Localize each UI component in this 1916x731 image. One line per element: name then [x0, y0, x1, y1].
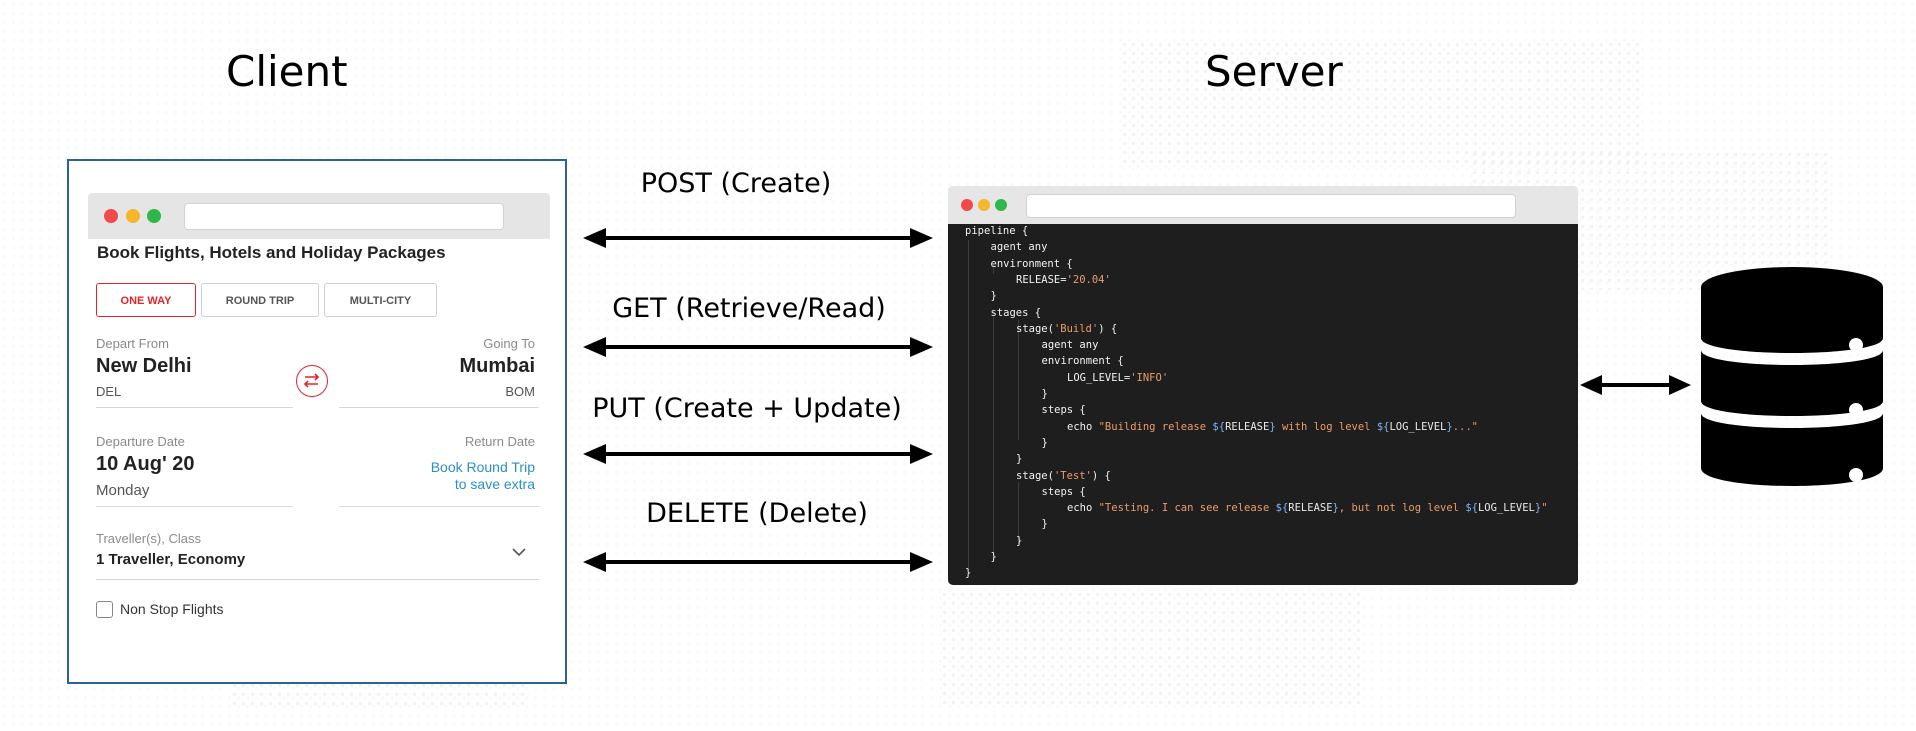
going-to-code: BOM: [505, 384, 535, 399]
code-line: stage('Build') {: [1016, 322, 1118, 335]
traveller-class-value: 1 Traveller, Economy: [96, 551, 246, 568]
server-code-window: pipeline { agent any environment { RELEASE=…: [948, 186, 1578, 585]
traveller-class-label: Traveller(s), Class: [96, 531, 201, 546]
indent-guide: [1018, 482, 1019, 544]
chevron-down-icon[interactable]: [511, 547, 527, 557]
minimize-window-icon[interactable]: [978, 199, 990, 211]
book-round-trip-link-line2: to save extra: [454, 476, 535, 492]
code-line: LOG_LEVEL='INFO': [1067, 371, 1169, 384]
code-line: environment {: [1041, 355, 1124, 368]
tab-round-trip[interactable]: ROUND TRIP: [201, 283, 319, 317]
non-stop-checkbox[interactable]: [96, 601, 113, 618]
departure-date-label: Departure Date: [96, 434, 185, 449]
maximize-window-icon[interactable]: [147, 209, 161, 223]
server-titlebar: [948, 186, 1578, 224]
code-line: }: [1041, 436, 1048, 449]
depart-from-code: DEL: [96, 384, 122, 399]
delete-label: DELETE (Delete): [646, 498, 868, 529]
database-icon: [1701, 267, 1883, 486]
booking-heading: Book Flights, Hotels and Holiday Package…: [97, 243, 446, 262]
indent-guide: [993, 310, 994, 560]
minimize-window-icon[interactable]: [126, 209, 140, 223]
code-line: stage('Test') {: [1016, 469, 1111, 482]
close-window-icon[interactable]: [961, 199, 973, 211]
background-map-region: [1120, 40, 1640, 170]
indent-guide: [968, 240, 969, 570]
post-label: POST (Create): [640, 168, 832, 199]
code-line: stages {: [990, 306, 1042, 319]
code-line: environment {: [990, 257, 1073, 270]
going-to-city: Mumbai: [459, 355, 535, 377]
code-line: }: [990, 551, 997, 563]
departure-day: Monday: [96, 482, 150, 499]
code-line: }: [990, 290, 997, 303]
field-underline: [96, 407, 293, 408]
pipeline-code-block: pipeline { agent any environment { RELEASE=…: [948, 224, 1578, 585]
code-line: steps {: [1041, 404, 1086, 417]
field-underline: [339, 407, 539, 408]
close-window-icon[interactable]: [104, 209, 118, 223]
tab-one-way[interactable]: ONE WAY: [96, 283, 196, 317]
code-line: RELEASE='20.04': [1016, 273, 1111, 286]
departure-date-value: 10 Aug' 20: [96, 453, 195, 475]
code-line: pipeline {: [965, 225, 1029, 237]
swap-arrows-icon[interactable]: [296, 365, 328, 397]
code-line: agent any: [990, 241, 1048, 254]
code-line: }: [1016, 534, 1023, 547]
code-line: echo "Testing. I can see release ${RELEA…: [1067, 502, 1548, 515]
address-bar[interactable]: [1026, 194, 1516, 218]
code-line: }: [1041, 388, 1048, 400]
code-line: }: [965, 567, 972, 580]
client-title: Client: [226, 47, 348, 96]
code-line: steps {: [1041, 485, 1086, 498]
indent-guide: [1018, 320, 1019, 440]
going-to-label: Going To: [483, 336, 535, 351]
get-label: GET (Retrieve/Read): [612, 293, 886, 324]
indent-guide: [993, 264, 994, 274]
field-underline: [339, 506, 539, 507]
put-label: PUT (Create + Update): [592, 393, 902, 424]
server-title: Server: [1205, 47, 1343, 96]
depart-from-label: Depart From: [96, 336, 169, 351]
field-underline: [96, 506, 293, 507]
return-date-label: Return Date: [464, 434, 535, 449]
field-underline: [96, 579, 539, 580]
book-round-trip-link[interactable]: Book Round Trip to save extra: [431, 459, 535, 493]
background-map-region: [940, 590, 1360, 710]
address-bar[interactable]: [184, 203, 504, 230]
depart-from-city: New Delhi: [96, 355, 192, 377]
book-round-trip-link-line1: Book Round Trip: [430, 459, 535, 475]
code-line: }: [1041, 518, 1048, 531]
code-line: agent any: [1041, 339, 1099, 352]
browser-titlebar: [88, 193, 550, 239]
client-panel: Book Flights, Hotels and Holiday Package…: [67, 159, 567, 684]
non-stop-label: Non Stop Flights: [120, 601, 224, 617]
maximize-window-icon[interactable]: [995, 199, 1007, 211]
code-line: echo "Building release ${RELEASE} with l…: [1067, 420, 1478, 433]
code-line: }: [1016, 453, 1023, 466]
tab-multi-city[interactable]: MULTI-CITY: [324, 283, 437, 317]
